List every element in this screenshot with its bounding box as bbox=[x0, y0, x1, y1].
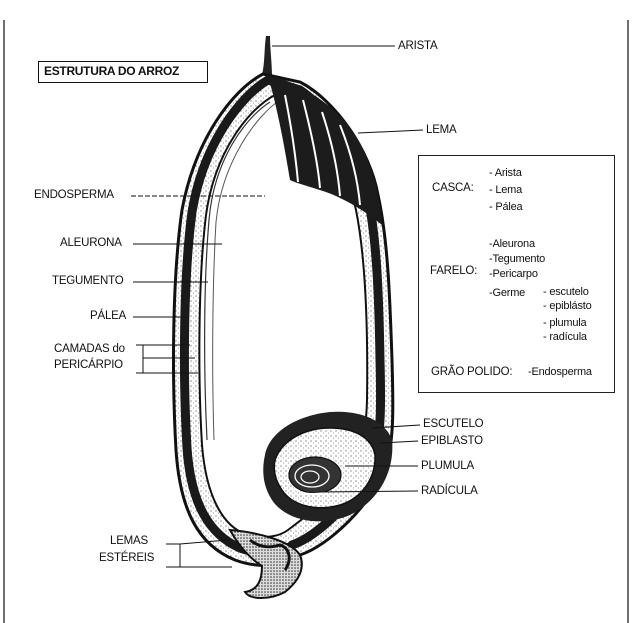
label-escutelo: ESCUTELO bbox=[423, 418, 483, 431]
legend-farelo-item: -Tegumento bbox=[489, 253, 545, 265]
leader-lema bbox=[358, 130, 423, 133]
label-lemas-line2: ESTÉREIS bbox=[99, 552, 154, 565]
label-arista: ARISTA bbox=[398, 40, 437, 53]
legend-farelo-label: FARELO: bbox=[430, 265, 477, 278]
arista-shape bbox=[262, 36, 272, 78]
label-radicula: RADÍCULA bbox=[421, 485, 478, 498]
legend-grao-polido-label: GRÃO POLIDO: bbox=[431, 366, 512, 379]
legend-casca-item: - Lema bbox=[489, 184, 522, 196]
legend-germe-item: - epiblásto bbox=[543, 300, 592, 312]
label-lema: LEMA bbox=[426, 124, 457, 137]
plumula-shape bbox=[289, 457, 341, 493]
bracket-lemas bbox=[166, 544, 180, 567]
label-tegumento: TEGUMENTO bbox=[52, 275, 123, 288]
legend-farelo-item: -Aleurona bbox=[489, 238, 535, 250]
label-lemas-line1: LEMAS bbox=[110, 535, 148, 548]
legend-germe-item: - plumula bbox=[543, 317, 586, 329]
label-endosperma: ENDOSPERMA bbox=[34, 189, 114, 202]
legend-casca-item: - Arista bbox=[489, 167, 522, 179]
label-palea: PÁLEA bbox=[90, 310, 126, 323]
label-epiblasto: EPIBLASTO bbox=[421, 435, 483, 448]
legend-germe-item: - radícula bbox=[543, 331, 587, 343]
label-plumula: PLUMULA bbox=[421, 460, 474, 473]
diagram-title: ESTRUTURA DO ARROZ bbox=[44, 65, 179, 78]
label-camadas-line1: CAMADAS do bbox=[54, 343, 125, 356]
legend-farelo-item: -Pericarpo bbox=[489, 268, 538, 280]
bracket-camadas bbox=[136, 345, 143, 373]
label-aleurona: ALEURONA bbox=[60, 237, 122, 250]
legend-casca-item: - Pálea bbox=[489, 201, 522, 213]
legend-grao-polido-item: -Endosperma bbox=[528, 366, 592, 378]
legend-casca-label: CASCA: bbox=[432, 182, 474, 195]
legend-farelo-item: -Germe bbox=[489, 287, 525, 299]
legend-germe-item: - escutelo bbox=[543, 286, 589, 298]
label-camadas-line2: PERICÁRPIO bbox=[54, 359, 123, 372]
